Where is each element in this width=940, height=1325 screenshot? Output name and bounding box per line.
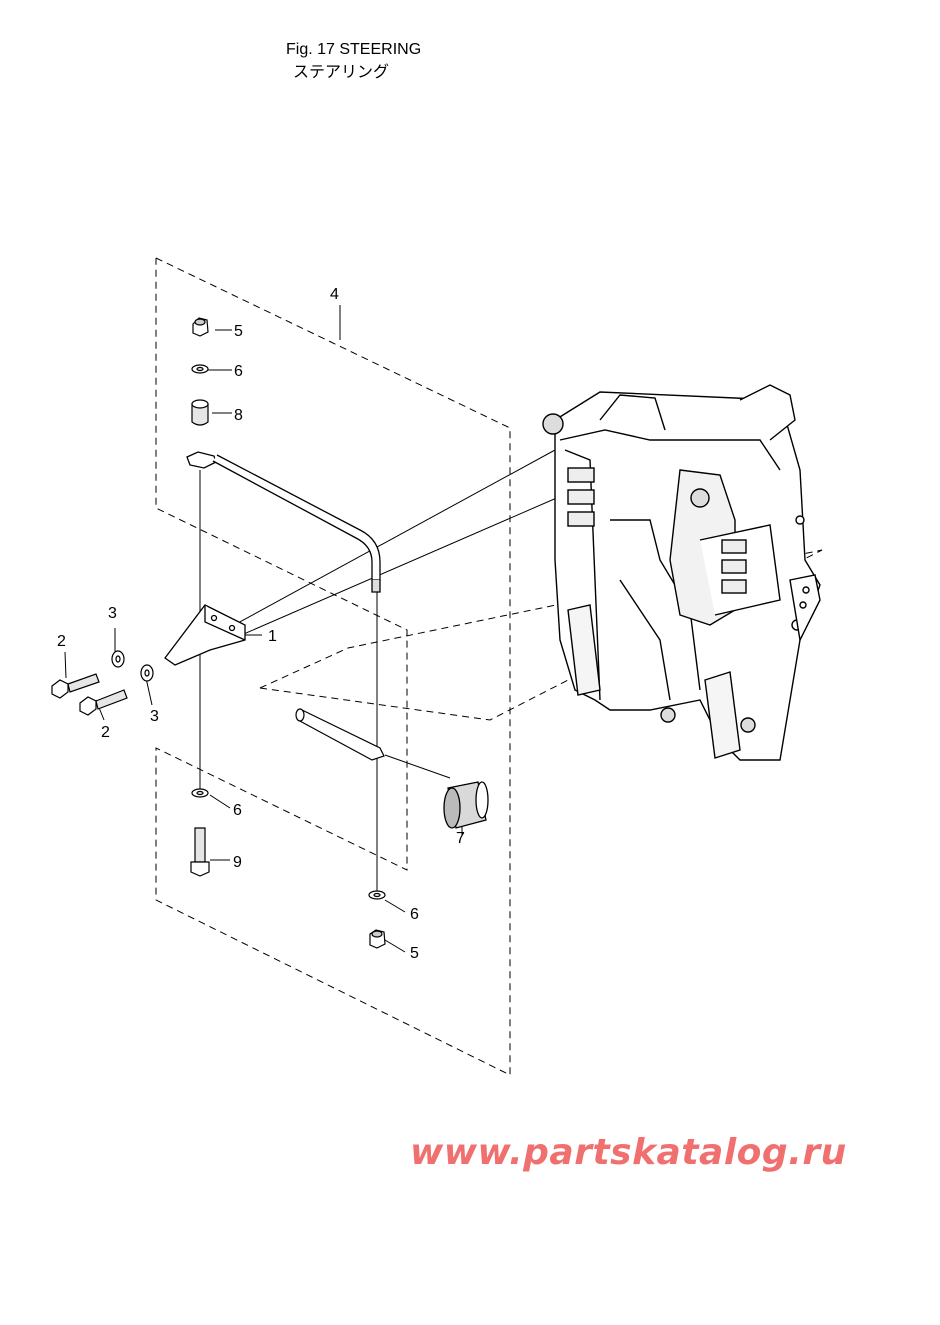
watermark-text: www.partskatalog.ru [410,1132,847,1173]
callout-2-upper: 2 [57,633,66,650]
bushing-part-8 [191,399,209,426]
grommet-part-7 [443,781,489,829]
nut-part-5-bottom [369,929,386,949]
steering-link-rod [186,451,381,593]
callout-7: 7 [456,830,465,847]
washer-part-3-upper [111,650,125,668]
pivot-shaft [295,708,385,761]
bolt-part-2-upper [51,673,100,699]
callout-4: 4 [330,286,339,303]
figure-subtitle-japanese: ステアリング [293,62,390,81]
clamp-bracket-housing [542,384,821,761]
bolt-part-9 [190,827,210,877]
callout-2-lower: 2 [101,724,110,741]
callout-3-lower: 3 [150,708,159,725]
callout-6-right: 6 [410,906,419,923]
callout-6-left: 6 [233,802,242,819]
bolt-part-2-lower [79,689,128,716]
bracket-part-1 [164,604,246,666]
callout-3-upper: 3 [108,605,117,622]
callout-6-top: 6 [234,363,243,380]
washer-part-3-lower [140,664,154,682]
figure-title: Fig. 17 STEERING [286,41,422,58]
callout-labels: 1 2 2 3 3 4 5 5 6 6 6 7 8 9 [57,286,465,962]
callout-5-top: 5 [234,323,243,340]
washer-part-6-top [191,364,209,374]
callout-9: 9 [233,854,242,871]
leader-lines [64,305,576,953]
nut-part-5-top [192,317,209,337]
washer-part-6-left [191,788,209,798]
callout-1: 1 [268,628,277,645]
washer-part-6-right [368,890,386,900]
callout-5-bottom: 5 [410,945,419,962]
callout-8: 8 [234,407,243,424]
